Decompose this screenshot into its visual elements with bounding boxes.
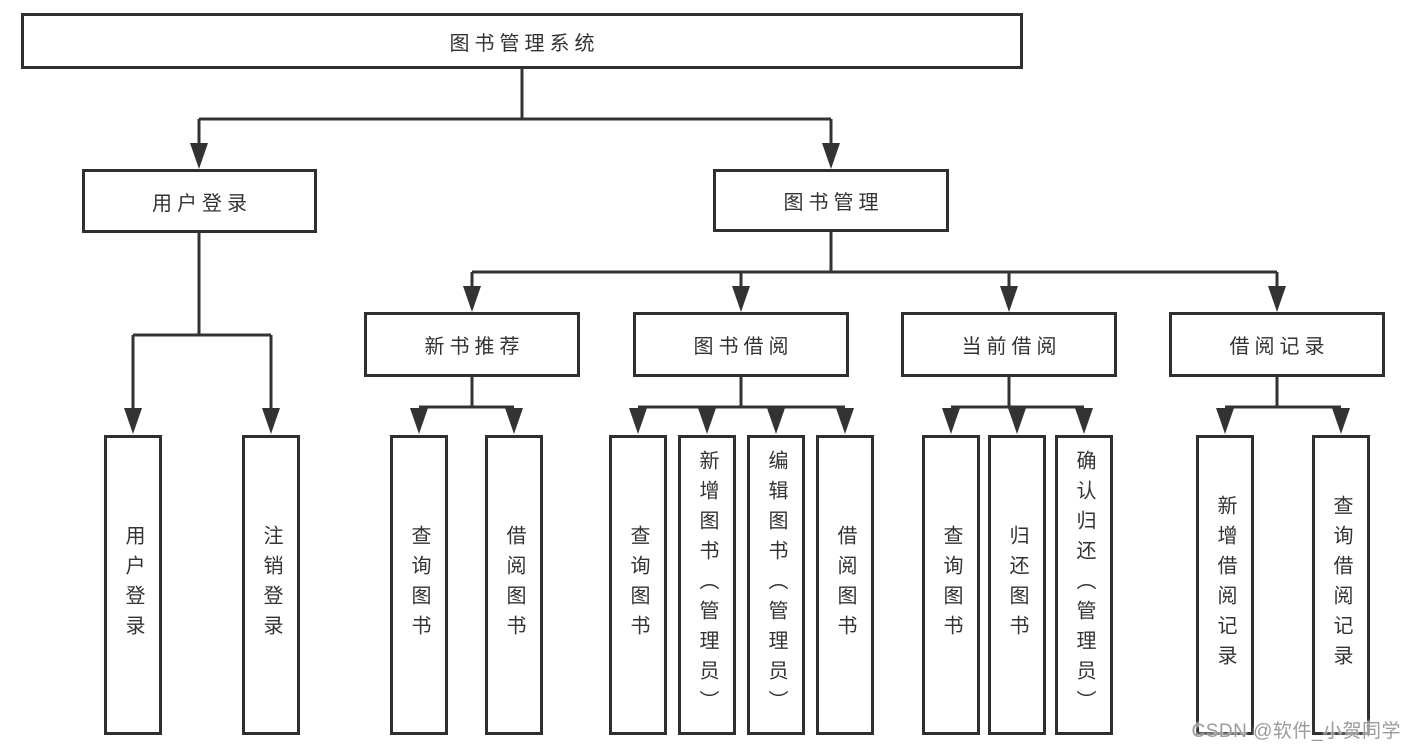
node-book-borrow: 图书借阅 [633,312,849,377]
connector-login-to-leaves [124,233,280,434]
node-borrow-records: 借阅记录 [1169,312,1385,377]
leaf-borrow-add-admin: 新增图书（管理员） [678,435,736,735]
leaf-borrow-edit-admin: 编辑图书（管理员） [747,435,805,735]
leaf-current-return-label: 归还图书 [1006,525,1028,645]
leaf-borrow-book-label: 借阅图书 [834,525,856,645]
connector-records-to-leaves [1216,377,1350,434]
node-borrow-records-label: 借阅记录 [1229,336,1330,358]
connector-management-to-modules [463,232,1286,312]
leaf-records-query-label: 查询借阅记录 [1330,495,1352,675]
node-current-borrow: 当前借阅 [901,312,1117,377]
leaf-logout: 注销登录 [242,435,300,735]
leaf-borrow-add-admin-label: 新增图书（管理员） [696,450,718,720]
node-new-books: 新书推荐 [364,312,580,377]
connector-borrow-to-leaves [629,377,854,434]
leaf-records-query: 查询借阅记录 [1312,435,1370,735]
leaf-current-confirm-admin-label: 确认归还（管理员） [1073,450,1095,720]
leaf-current-confirm-admin: 确认归还（管理员） [1055,435,1113,735]
csdn-watermark: CSDN @软件_小贺同学 [1191,721,1401,742]
leaf-current-query-label: 查询图书 [940,525,962,645]
node-new-books-label: 新书推荐 [424,336,525,358]
leaf-user-login-label: 用户登录 [122,525,144,645]
node-root: 图书管理系统 [21,13,1023,69]
leaf-records-add: 新增借阅记录 [1196,435,1254,735]
node-current-borrow-label: 当前借阅 [961,336,1062,358]
leaf-records-add-label: 新增借阅记录 [1214,495,1236,675]
node-book-management: 图书管理 [713,169,949,232]
node-user-login: 用户登录 [82,169,317,233]
leaf-newbooks-borrow: 借阅图书 [485,435,543,735]
leaf-current-query: 查询图书 [922,435,980,735]
leaf-borrow-edit-admin-label: 编辑图书（管理员） [765,450,787,720]
leaf-newbooks-borrow-label: 借阅图书 [503,525,525,645]
connector-current-to-leaves [942,377,1093,434]
leaf-borrow-query: 查询图书 [609,435,667,735]
node-user-login-label: 用户登录 [152,192,252,215]
node-root-label: 图书管理系统 [449,32,600,55]
leaf-newbooks-query-label: 查询图书 [408,525,430,645]
node-book-borrow-label: 图书借阅 [693,336,794,358]
node-book-management-label: 图书管理 [783,192,884,214]
connector-newbooks-to-leaves [410,377,523,434]
leaf-logout-label: 注销登录 [260,525,282,645]
leaf-user-login: 用户登录 [104,435,162,735]
connector-root-to-level2 [190,69,840,169]
leaf-borrow-book: 借阅图书 [816,435,874,735]
leaf-current-return: 归还图书 [988,435,1046,735]
leaf-borrow-query-label: 查询图书 [627,525,649,645]
leaf-newbooks-query: 查询图书 [390,435,448,735]
